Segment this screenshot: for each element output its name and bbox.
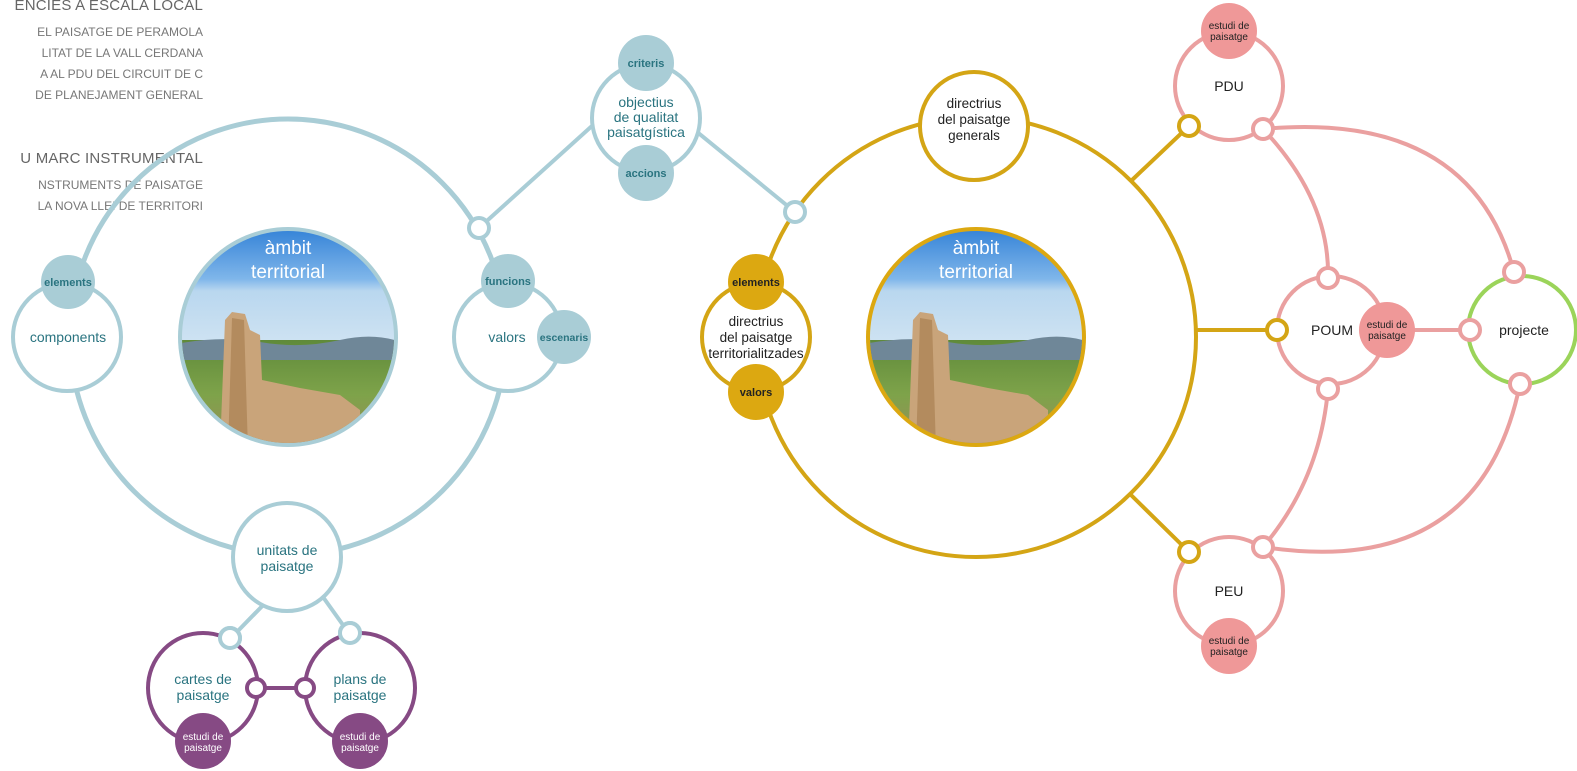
cartes-estudi-line2: paisatge	[184, 743, 222, 754]
accions-badge[interactable]	[618, 145, 674, 201]
connector-left-objectius	[477, 114, 605, 230]
escenaris-badge[interactable]	[537, 310, 591, 364]
plans-junction-overlay	[338, 621, 362, 645]
left-valors-label: valors	[488, 329, 525, 345]
projecte-left-junction[interactable]	[1458, 318, 1482, 342]
poum-label: POUM	[1311, 322, 1353, 338]
arc-pdu-poum	[1261, 127, 1331, 279]
menu-item-planejament-general[interactable]: DE PLANEJAMENT GENERAL	[35, 88, 203, 102]
directrius-territorials-line3: territorialitzades	[708, 346, 804, 361]
poum-estudi-line1: estudi de	[1367, 320, 1408, 331]
cartes-junction-overlay	[218, 626, 242, 650]
left-junction-node[interactable]	[467, 216, 491, 240]
arc-peu-projecte	[1262, 383, 1522, 554]
peu-estudi-line1: estudi de	[1209, 636, 1250, 647]
connector-gold-pdu	[1129, 124, 1191, 183]
gold-peu-junction[interactable]	[1177, 540, 1201, 564]
objectius-label-line2: de qualitat	[614, 109, 679, 125]
plans-estudi-line1: estudi de	[340, 732, 381, 743]
plans-label-line2: paisatge	[334, 687, 387, 703]
directrius-generals-line2: del paisatge	[938, 112, 1011, 127]
menu-item-peramola[interactable]: EL PAISATGE DE PERAMOLA	[37, 25, 203, 39]
funcions-label: funcions	[485, 276, 531, 288]
connector-gold-peu	[1129, 493, 1191, 554]
left-territory-photo: àmbit territorial	[178, 227, 398, 447]
poum-estudi-badge[interactable]	[1359, 302, 1415, 358]
directrius-territorials-line2: del paisatge	[720, 330, 793, 345]
accions-label: accions	[626, 168, 667, 180]
right-elements-badge[interactable]	[728, 254, 784, 310]
peu-estudi-badge[interactable]	[1201, 618, 1257, 674]
purple-system: cartes de paisatge plans de paisatge est…	[146, 621, 417, 769]
objectius-system: criteris objectius de qualitat paisatgís…	[590, 35, 702, 201]
funcions-badge[interactable]	[481, 254, 535, 308]
cartes-estudi-line1: estudi de	[183, 732, 224, 743]
cartes-label-line1: cartes de	[174, 671, 232, 687]
right-territory-photo: àmbit territorial	[866, 227, 1086, 447]
right-valors-badge[interactable]	[728, 364, 784, 420]
left-photo-label-line1: àmbit	[265, 238, 312, 259]
pdu-estudi-line2: paisatge	[1210, 32, 1248, 43]
projecte-top-junction[interactable]	[1502, 260, 1526, 284]
plans-left-junction[interactable]	[294, 677, 316, 699]
unitats-label-line1: unitats de	[257, 542, 318, 558]
right-photo-label-line1: àmbit	[953, 238, 1000, 259]
cartes-estudi-badge[interactable]	[175, 713, 231, 769]
right-system: àmbit territorial directrius del paisatg…	[700, 70, 1277, 559]
plans-estudi-badge[interactable]	[332, 713, 388, 769]
projecte-label: projecte	[1499, 322, 1549, 338]
cartes-right-junction[interactable]	[245, 677, 267, 699]
right-elements-label: elements	[732, 277, 780, 289]
components-label: components	[30, 329, 106, 345]
poum-bottom-junction[interactable]	[1316, 377, 1340, 401]
menu-heading-local[interactable]: ENCIES A ESCALA LOCAL	[14, 0, 203, 14]
left-elements-badge[interactable]	[41, 255, 95, 309]
directrius-generals-node[interactable]	[918, 70, 1030, 182]
arc-poum-peu	[1261, 388, 1330, 549]
criteris-badge[interactable]	[618, 35, 674, 91]
left-system: àmbit territorial components elements va…	[11, 114, 797, 650]
cartes-label-line2: paisatge	[177, 687, 230, 703]
directrius-generals-line1: directrius	[947, 96, 1002, 111]
pink-system: estudi de paisatge PDU PEU estudi de pai…	[1173, 3, 1577, 674]
poum-estudi-line2: paisatge	[1368, 331, 1406, 342]
menu-item-instruments[interactable]: NSTRUMENTS DE PAISATGE	[38, 178, 203, 192]
arc-pdu-projecte	[1262, 125, 1516, 273]
directrius-territorials-line1: directrius	[729, 314, 784, 329]
gold-pdu-junction[interactable]	[1177, 114, 1201, 138]
right-valors-label: valors	[740, 387, 772, 399]
pdu-estudi-line1: estudi de	[1209, 21, 1250, 32]
pdu-estudi-badge[interactable]	[1201, 3, 1257, 59]
menu-item-llei-territori[interactable]: LA NOVA LLEI DE TERRITORI	[37, 199, 203, 213]
left-photo-label-line2: territorial	[251, 262, 325, 283]
projecte-bottom-junction[interactable]	[1508, 372, 1532, 396]
gold-poum-junction[interactable]	[1265, 318, 1289, 342]
right-photo-label-line2: territorial	[939, 262, 1013, 283]
unitats-node[interactable]	[231, 501, 343, 613]
peu-label: PEU	[1215, 583, 1244, 599]
menu-item-vall-cerdana[interactable]: LITAT DE LA VALL CERDANA	[41, 46, 203, 60]
unitats-label-line2: paisatge	[261, 558, 314, 574]
objectius-label-line3: paisatgística	[607, 124, 685, 140]
escenaris-label: escenaris	[540, 332, 589, 344]
objectius-label-line1: objectius	[618, 94, 673, 110]
right-junction-node[interactable]	[783, 200, 807, 224]
peu-junction[interactable]	[1251, 535, 1275, 559]
pdu-junction[interactable]	[1251, 117, 1275, 141]
menu-item-pdu-circuit[interactable]: A AL PDU DEL CIRCUIT DE C	[40, 67, 203, 81]
peu-estudi-line2: paisatge	[1210, 647, 1248, 658]
plans-label-line1: plans de	[334, 671, 387, 687]
poum-top-junction[interactable]	[1316, 266, 1340, 290]
plans-estudi-line2: paisatge	[341, 743, 379, 754]
left-elements-label: elements	[44, 277, 92, 289]
menu-local: ENCIES A ESCALA LOCAL EL PAISATGE DE PER…	[15, 0, 203, 106]
pdu-label: PDU	[1214, 78, 1244, 94]
directrius-generals-line3: generals	[948, 128, 1000, 143]
criteris-label: criteris	[628, 58, 665, 70]
